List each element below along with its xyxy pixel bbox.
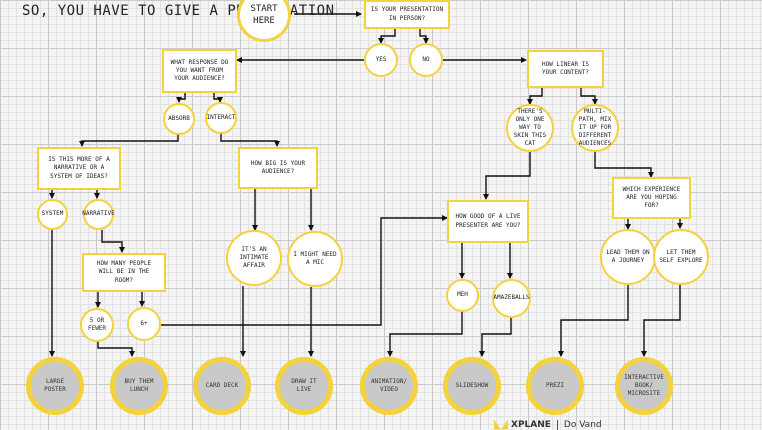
meh-option: MEH	[446, 279, 479, 312]
six-plus-option: 6+	[127, 307, 161, 341]
narrative-or-system-question: IS THIS MORE OF A NARRATIVE OR A SYSTEM …	[37, 147, 121, 190]
lead-them-option: LEAD THEM ON A JOURNEY	[600, 229, 656, 285]
intimate-affair-option: IT'S AN INTIMATE AFFAIR	[226, 230, 282, 286]
how-good-presenter-question: HOW GOOD OF A LIVE PRESENTER ARE YOU?	[447, 200, 529, 243]
slideshow-result: SLIDESHOW	[443, 357, 501, 415]
interactive-book-result: INTERACTIVE BOOK/ MICROSITE	[615, 357, 673, 415]
multi-path-option: MULTI-PATH, MIX IT UP FOR DIFFERENT AUDI…	[571, 104, 619, 152]
yes-option: YES	[364, 43, 398, 77]
how-many-people-question: HOW MANY PEOPLE WILL BE IN THE ROOM?	[82, 253, 166, 292]
what-response-question: WHAT RESPONSE DO YOU WANT FROM YOUR AUDI…	[162, 49, 237, 93]
brand-divider	[556, 419, 558, 430]
draw-it-live-result: DRAW IT LIVE	[275, 357, 333, 415]
buy-them-lunch-result: BUY THEM LUNCH	[110, 357, 168, 415]
prezi-result: PREZI	[526, 357, 584, 415]
card-deck-result: CARD DECK	[193, 357, 251, 415]
absorb-option: ABSORB	[163, 103, 195, 135]
animation-video-result: ANIMATION/ VIDEO	[360, 357, 418, 415]
large-poster-result: LARGE POSTER	[26, 357, 84, 415]
how-linear-question: HOW LINEAR IS YOUR CONTENT?	[527, 50, 604, 88]
system-option: SYSTEM	[37, 199, 68, 230]
no-option: NO	[409, 43, 443, 77]
interact-option: INTERACT	[205, 102, 237, 134]
need-a-mic-option: I MIGHT NEED A MIC	[287, 231, 343, 287]
which-experience-question: WHICH EXPERIENCE ARE YOU HOPING FOR?	[612, 177, 691, 219]
five-or-fewer-option: 5 OR FEWER	[80, 308, 114, 342]
brand-tagline: Do Vand	[563, 419, 602, 430]
how-big-question: HOW BIG IS YOUR AUDIENCE?	[238, 147, 318, 189]
in-person-question: IS YOUR PRESENTATION IN PERSON?	[364, 0, 450, 29]
only-one-way-option: THERE'S ONLY ONE WAY TO SKIN THIS CAT	[506, 104, 554, 152]
xplane-logo-icon	[494, 419, 508, 430]
brand-name: XPLANE	[511, 419, 551, 430]
brand-logo: XPLANE Do Vand	[494, 419, 602, 430]
let-them-explore-option: LET THEM SELF EXPLORE	[653, 229, 709, 285]
amazeballs-option: AMAZEBALLS	[492, 279, 531, 318]
narrative-option: NARRATIVE	[82, 199, 115, 230]
start-node: START HERE	[237, 0, 291, 42]
